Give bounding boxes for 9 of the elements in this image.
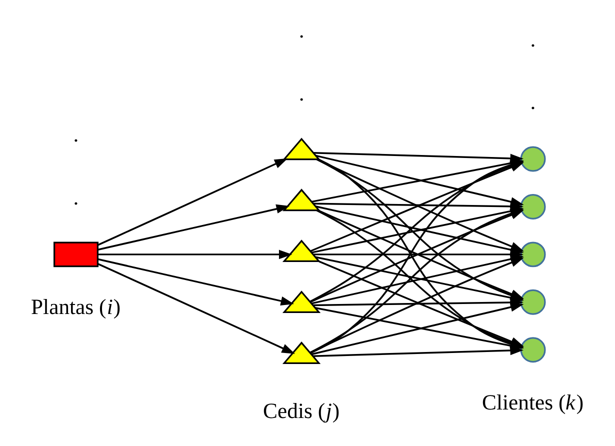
label: Clientes (k) xyxy=(482,390,584,414)
label: . xyxy=(530,90,536,114)
label: . xyxy=(73,122,79,147)
label: Cedis (j) xyxy=(263,399,340,424)
label: . xyxy=(530,27,536,52)
label: Plantas (i) xyxy=(31,295,121,320)
label: . xyxy=(298,81,304,106)
label: . xyxy=(298,18,304,43)
label: . xyxy=(73,186,79,210)
